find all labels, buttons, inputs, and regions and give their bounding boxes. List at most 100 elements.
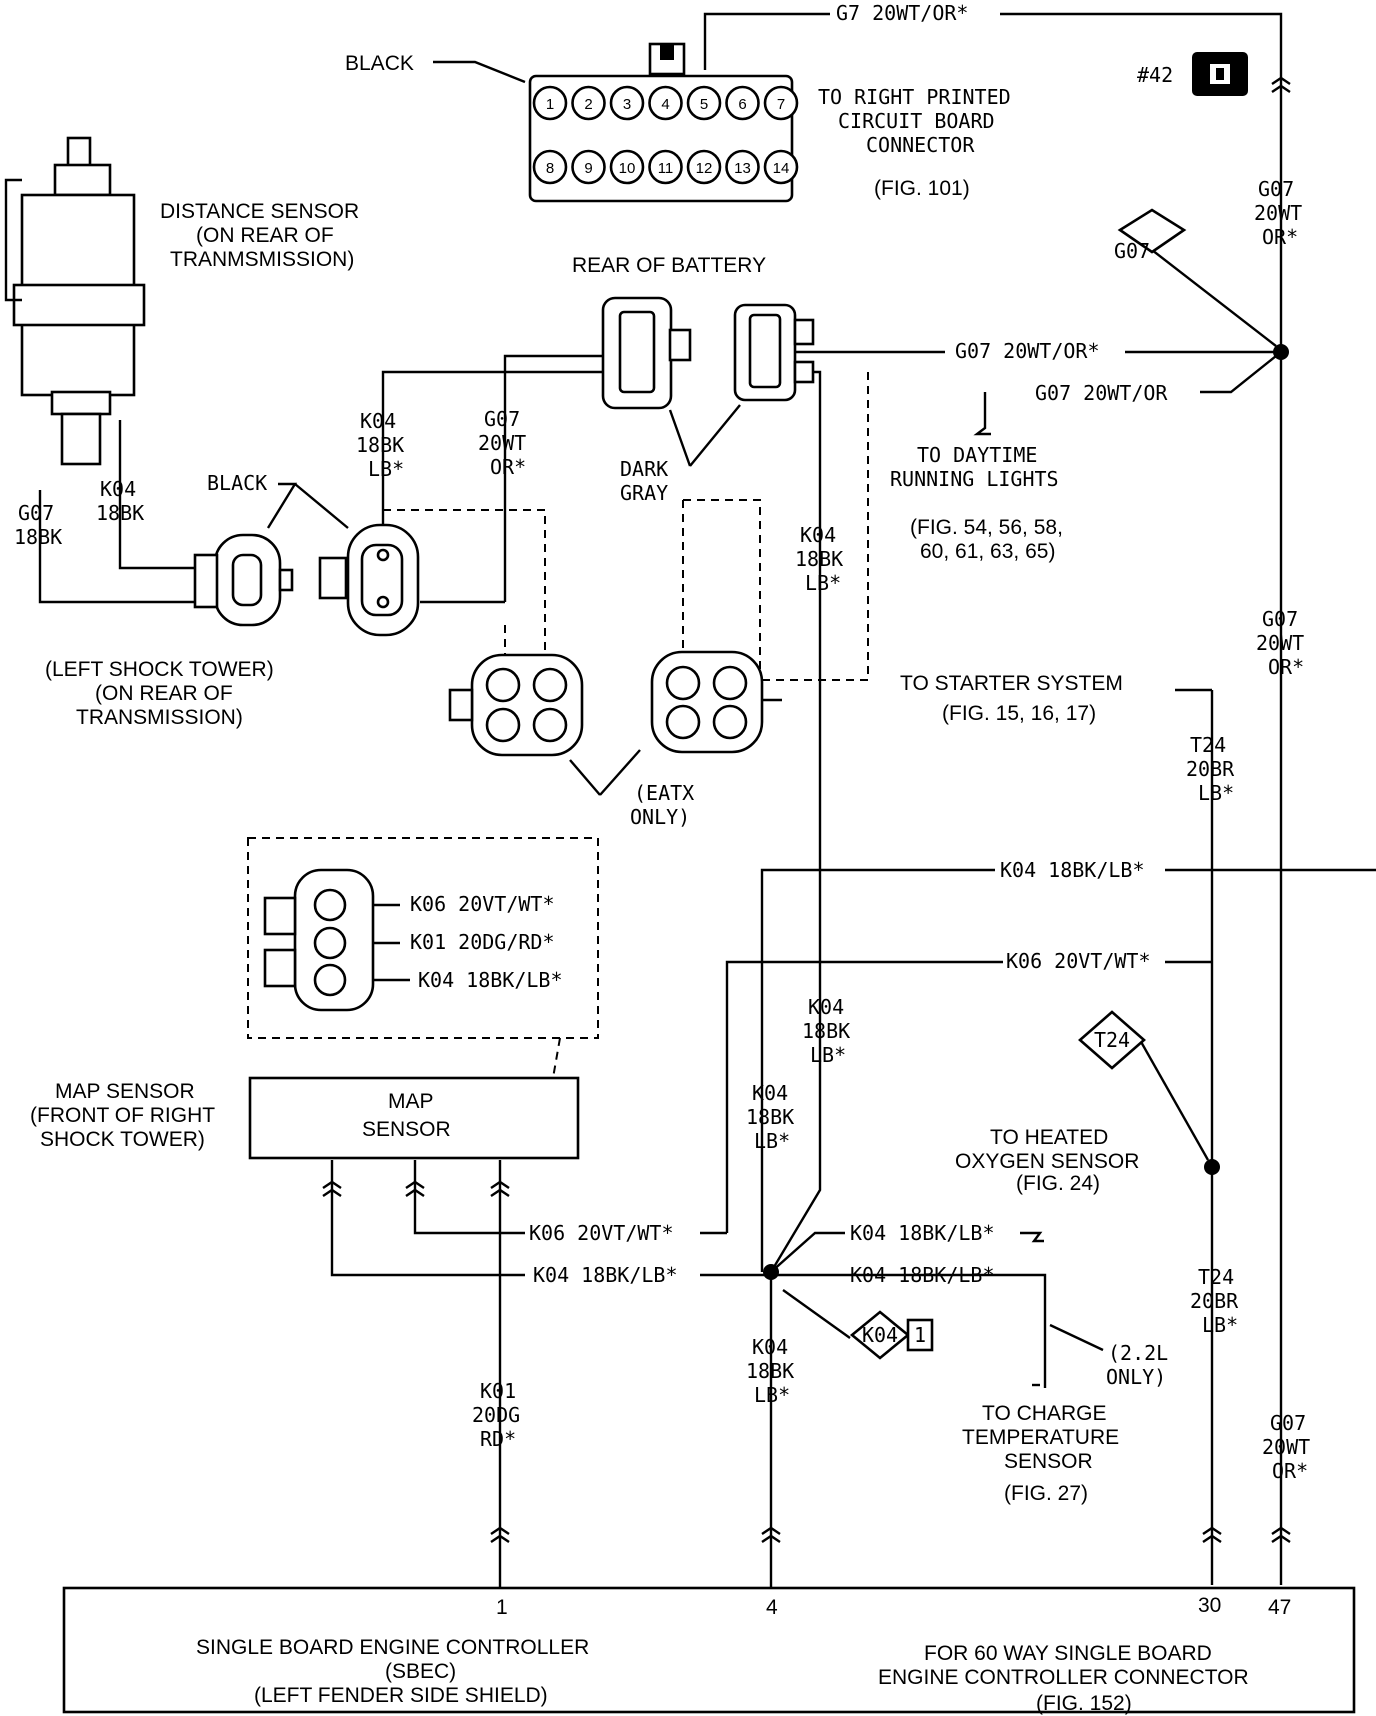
connector-pin-label: 10 — [619, 160, 636, 177]
wire-g7-top-a — [703, 12, 830, 70]
black-pointer-left — [266, 482, 349, 529]
black-label-left: BLACK — [207, 471, 267, 495]
map-box-2: SENSOR — [362, 1118, 451, 1141]
wire-g7-top-label: G7 20WT/OR* — [836, 1, 968, 25]
o2-3: (FIG. 24) — [1016, 1172, 1100, 1195]
map-connector — [263, 868, 375, 1012]
wire-k04-o2-label: K04 18BK/LB* — [850, 1221, 995, 1245]
g07-rm-3: OR* — [1268, 655, 1304, 679]
t24-pointer — [1138, 1039, 1210, 1161]
k04-diamond-label: K04 — [862, 1323, 898, 1347]
charge-2: TEMPERATURE — [962, 1426, 1119, 1449]
g07-c-2: 20WT — [478, 431, 526, 455]
g07-b-2: 20WT — [1262, 1435, 1310, 1459]
sbec-box — [62, 1586, 1356, 1714]
connector-pin-label: 7 — [777, 96, 785, 113]
g07-rm-1: G07 — [1262, 607, 1298, 631]
t24-u-2: 20BR — [1186, 757, 1235, 781]
wire-g07-drl-label: G07 20WT/OR — [1035, 381, 1168, 405]
rear-battery: REAR OF BATTERY — [572, 254, 766, 277]
distance-sensor — [4, 136, 146, 466]
pin-47: 47 — [1268, 1596, 1291, 1619]
labels: BLACK TO RIGHT PRINTED CIRCUIT BOARD CON… — [14, 1, 1310, 1715]
drl-2: RUNNING LIGHTS — [890, 467, 1059, 491]
k04-c-3: LB* — [805, 571, 841, 595]
g07-l-2: 18BK — [14, 525, 62, 549]
wires — [38, 12, 1376, 1588]
wire-k04-o2 — [770, 1231, 845, 1273]
connector-pin — [571, 85, 606, 121]
starter-1: TO STARTER SYSTEM — [900, 672, 1123, 695]
k04-la-3: LB* — [368, 457, 404, 481]
sbec-1: SINGLE BOARD ENGINE CONTROLLER — [196, 1636, 589, 1659]
k04-la-2: 18BK — [356, 433, 404, 457]
charge-1: TO CHARGE — [982, 1402, 1106, 1425]
sbec-2: (SBEC) — [385, 1660, 456, 1683]
k01-1: K01 — [480, 1379, 516, 1403]
sbec-3: (LEFT FENDER SIDE SHIELD) — [254, 1684, 548, 1707]
connector-pin-label: 11 — [658, 160, 674, 177]
charge-fig: (FIG. 27) — [1004, 1482, 1088, 1505]
drl-1: TO DAYTIME — [917, 443, 1037, 467]
connector-pin-label: 2 — [584, 96, 592, 113]
chevron-mark — [1271, 76, 1291, 85]
g07-pointer — [1151, 249, 1277, 347]
wire-k06-horiz-label: K06 20VT/WT* — [1006, 949, 1151, 973]
k04-vb-2: 18BK — [746, 1105, 794, 1129]
dash-map-lead — [552, 1037, 561, 1079]
k04-diamond-num: 1 — [914, 1323, 926, 1347]
connector-pin — [686, 85, 722, 121]
map-conn-3: K04 18BK/LB* — [418, 968, 563, 992]
map-label-3: SHOCK TOWER) — [40, 1128, 205, 1151]
k04-pointer — [782, 1289, 851, 1339]
g07-ru-1: G07 — [1258, 177, 1294, 201]
g07-b-1: G07 — [1270, 1411, 1306, 1435]
drl-fig-2: 60, 61, 63, 65) — [920, 540, 1055, 563]
chevron-mark — [322, 1180, 342, 1189]
chevron-mark — [490, 1188, 510, 1197]
k04-va-1: K04 — [808, 995, 844, 1019]
l22-1: (2.2L — [1108, 1341, 1168, 1365]
t24-l-3: LB* — [1202, 1313, 1238, 1337]
dest-line-2: CIRCUIT BOARD — [838, 109, 995, 133]
connector-pin — [532, 149, 568, 185]
shock-2: (ON REAR OF — [95, 682, 233, 705]
k04-vb-1: K04 — [752, 1081, 788, 1105]
splice-dot-g07 — [1273, 344, 1289, 360]
wire-k04-horiz-label: K04 18BK/LB* — [1000, 858, 1145, 882]
connector-chevrons — [322, 76, 1291, 1543]
k01-3: RD* — [480, 1427, 516, 1451]
connector-pin — [532, 85, 568, 121]
k01-2: 20DG — [472, 1403, 520, 1427]
connector-pin-label: 8 — [546, 160, 554, 177]
wire-k04-center — [795, 370, 822, 1010]
wire-k04-low-label: K04 18BK/LB* — [533, 1263, 678, 1287]
chevron-mark — [405, 1188, 425, 1197]
connector-pin — [763, 85, 799, 121]
wire-k04-left — [381, 370, 615, 540]
k04-va-3: LB* — [810, 1043, 846, 1067]
connector-pin-label: 5 — [700, 96, 708, 113]
g07-b-3: OR* — [1272, 1459, 1308, 1483]
fig-101: (FIG. 101) — [874, 177, 970, 200]
chevron-mark — [1202, 1534, 1222, 1543]
connector-pin — [648, 149, 683, 185]
black-label-top: BLACK — [345, 52, 414, 75]
connector-pin — [571, 149, 606, 185]
connector-pin — [686, 149, 722, 185]
connector-pin-label: 9 — [584, 160, 592, 177]
t24-l-2: 20BR — [1190, 1289, 1239, 1313]
wire-k04-low — [330, 1160, 525, 1277]
connector-pin-label: 12 — [696, 160, 713, 177]
connector-pin-label: 4 — [661, 96, 669, 113]
wire-k04-o2-b — [1020, 1231, 1044, 1243]
t24-u-3: LB* — [1198, 781, 1234, 805]
chevron-mark — [490, 1534, 510, 1543]
g07-ru-3: OR* — [1262, 225, 1298, 249]
chevron-mark — [405, 1180, 425, 1189]
k04-diamond-box — [906, 1318, 934, 1352]
connector-pin — [648, 85, 683, 121]
wire-drl-stub — [973, 392, 991, 436]
g07-rm-2: 20WT — [1256, 631, 1304, 655]
